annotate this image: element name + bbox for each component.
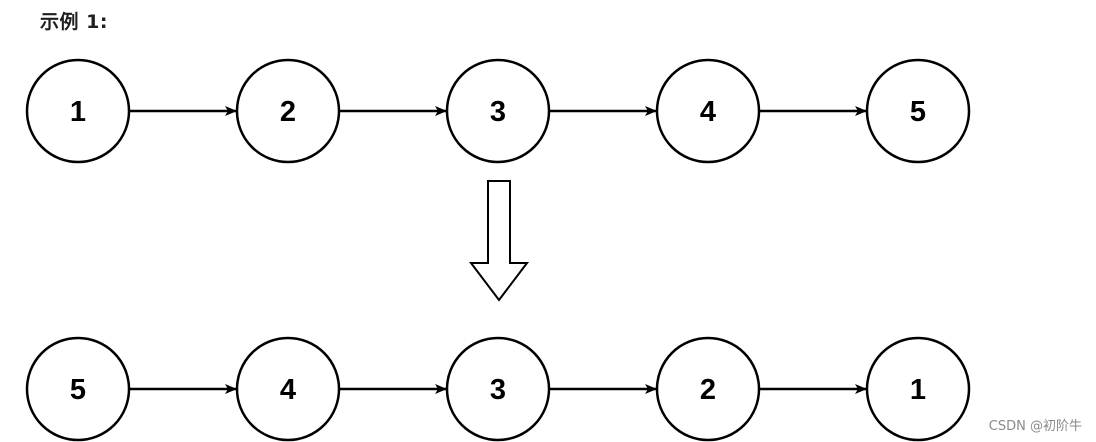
node-value: 2 bbox=[280, 96, 296, 128]
node-value: 1 bbox=[70, 96, 86, 128]
list-node: 4 bbox=[655, 58, 761, 164]
list-node: 2 bbox=[235, 58, 341, 164]
node-value: 1 bbox=[910, 374, 926, 406]
example-title: 示例 1: bbox=[40, 11, 108, 33]
node-value: 5 bbox=[910, 96, 926, 128]
node-value: 5 bbox=[70, 374, 86, 406]
output-list: 5 4 3 2 1 bbox=[25, 336, 971, 442]
node-value: 3 bbox=[490, 374, 506, 406]
list-node: 5 bbox=[865, 58, 971, 164]
list-node: 1 bbox=[25, 58, 131, 164]
list-node: 4 bbox=[235, 336, 341, 442]
input-list: 1 2 3 4 5 bbox=[25, 58, 971, 164]
list-node: 3 bbox=[445, 58, 551, 164]
list-node: 2 bbox=[655, 336, 761, 442]
hollow-down-arrow-icon bbox=[468, 180, 530, 302]
watermark: CSDN @初阶牛 bbox=[988, 419, 1082, 434]
node-value: 3 bbox=[490, 96, 506, 128]
node-value: 4 bbox=[700, 96, 716, 128]
list-node: 3 bbox=[445, 336, 551, 442]
list-node: 5 bbox=[25, 336, 131, 442]
list-node: 1 bbox=[865, 336, 971, 442]
node-value: 4 bbox=[280, 374, 296, 406]
node-value: 2 bbox=[700, 374, 716, 406]
